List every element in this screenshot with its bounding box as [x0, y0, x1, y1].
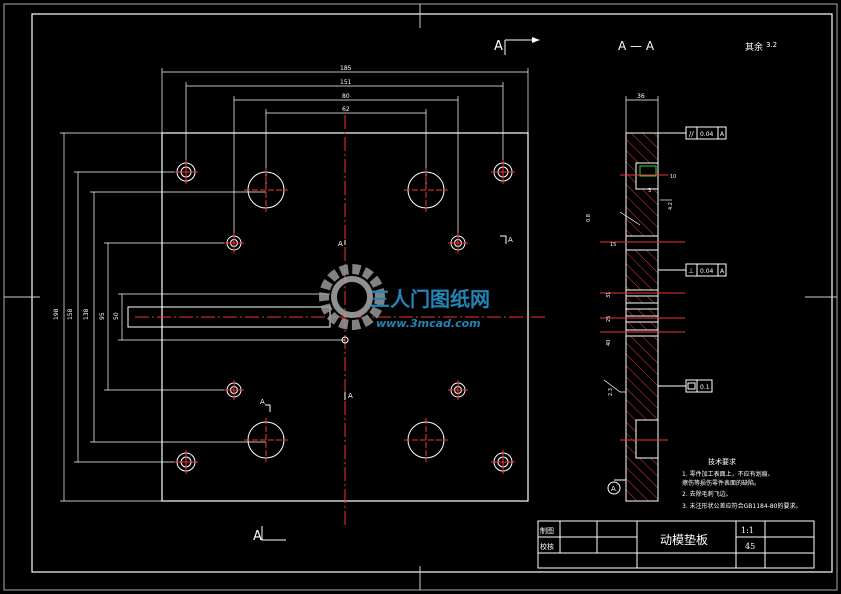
inner-border — [31, 13, 833, 573]
section-mark-a3: A — [260, 398, 265, 406]
dim-198: 198 — [53, 308, 60, 320]
dim-151: 151 — [340, 79, 352, 86]
side-dim-0-8: 0.8 — [586, 214, 592, 222]
side-dim-3: 3 — [648, 188, 651, 194]
side-width-dim — [625, 96, 659, 133]
side-leaders — [603, 199, 672, 393]
svg-text:0.1: 0.1 — [700, 384, 710, 391]
side-centerlines — [600, 174, 685, 441]
svg-text:A: A — [720, 268, 725, 275]
tech-line-3: 2. 去除毛刺飞边。 — [682, 490, 732, 498]
label-checked: 校核 — [540, 542, 554, 551]
svg-text:A: A — [720, 131, 725, 138]
section-mark-a4: A — [348, 392, 353, 400]
title-block — [537, 520, 815, 569]
dim-80: 80 — [342, 93, 350, 100]
section-mark-a2: A — [508, 236, 513, 244]
side-dim-15: 15 — [610, 242, 616, 248]
tech-line-2: 擦伤等损伤零件表面的缺陷。 — [682, 479, 760, 487]
side-dim-4-2: 4.2 — [668, 202, 674, 210]
roughness-value: 3.2 — [766, 41, 777, 49]
section-cut-top — [504, 37, 540, 55]
tech-line-1: 1. 零件加工表面上，不应有划痕、 — [682, 470, 774, 478]
side-dim-40: 40 — [606, 340, 612, 346]
section-mark-a1: A — [338, 240, 343, 248]
center-marks — [4, 4, 837, 590]
side-dim-25: 25 — [606, 316, 612, 322]
fcf-box: 0.1 — [658, 379, 713, 393]
label-drawn: 制图 — [540, 526, 554, 535]
watermark-url: www.3mcad.com — [376, 317, 481, 330]
plan-view: 185 151 80 62 198 158 138 95 50 — [53, 65, 545, 544]
fcf-flatness: // 0.04 A — [658, 126, 727, 140]
fcf-perpendicular: ⊥ 0.04 A — [658, 263, 727, 277]
section-markers — [261, 235, 507, 541]
dim-185: 185 — [340, 65, 352, 72]
counterbore-bottom — [635, 419, 659, 459]
large-holes — [244, 168, 448, 462]
svg-text:⊥: ⊥ — [688, 267, 694, 275]
dim-138: 138 — [83, 308, 90, 320]
dim-158: 158 — [67, 308, 74, 320]
dim-50: 50 — [113, 312, 120, 320]
material-value: 45 — [745, 542, 755, 551]
small-holes — [174, 160, 515, 474]
slot-section-2 — [625, 302, 659, 310]
dim-62: 62 — [342, 106, 350, 113]
side-dim-10: 10 — [670, 174, 676, 180]
slot-section-3 — [625, 315, 659, 323]
tech-title: 技术要求 — [708, 457, 736, 466]
scale-value: 1:1 — [741, 526, 754, 535]
gear-icon — [319, 264, 385, 330]
section-mark-top: A — [494, 39, 503, 54]
watermark-brand: 三人门图纸网 — [370, 287, 490, 311]
part-name: 动模垫板 — [660, 532, 708, 547]
side-dim-2-3: 2.3 — [608, 388, 614, 396]
datum-a-symbol: A — [607, 479, 626, 495]
side-dim-36: 36 — [637, 93, 645, 100]
svg-text:A: A — [611, 485, 616, 493]
tech-line-4: 3. 未注形状公差应符合GB1184-80的要求。 — [682, 502, 801, 510]
svg-text://: // — [689, 130, 694, 138]
section-view-title: A — A — [618, 39, 655, 53]
side-dim-31: 31 — [606, 292, 612, 298]
side-view: 36 // 0.04 A ⊥ 0.04 A 0.1 10 3 15 — [586, 93, 727, 502]
vertical-dimension-lines — [60, 132, 345, 502]
watermark: 三人门图纸网 www.3mcad.com — [319, 264, 490, 330]
counterbore-highlight — [639, 165, 657, 177]
svg-text:0.04: 0.04 — [700, 131, 714, 138]
dim-95: 95 — [99, 312, 106, 320]
roughness-note: 其余 — [745, 41, 763, 53]
technical-requirements: 技术要求 1. 零件加工表面上，不应有划痕、 擦伤等损伤零件表面的缺陷。 2. … — [682, 457, 801, 510]
svg-text:0.04: 0.04 — [700, 268, 714, 275]
slot-section-4 — [625, 329, 659, 337]
thru-hole-1 — [625, 235, 659, 251]
section-mark-bottom: A — [253, 529, 262, 544]
